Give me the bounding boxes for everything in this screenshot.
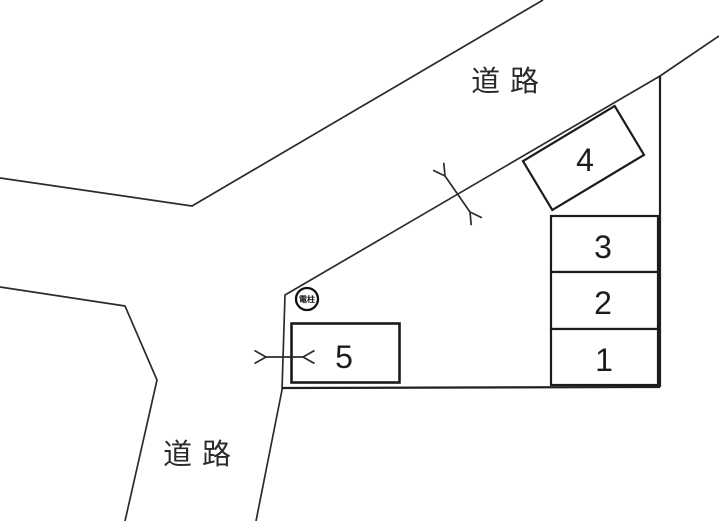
road-label-bottom: 道路 xyxy=(163,438,241,471)
parking-space-1 xyxy=(549,327,660,387)
utility-pole-marker: 電柱 xyxy=(294,286,320,312)
parking-space-3 xyxy=(549,214,660,274)
road-label-top: 道路 xyxy=(471,65,549,98)
parking-space-5-label: 5 xyxy=(335,339,353,375)
parking-space-4-label: 4 xyxy=(576,142,594,178)
parking-space-2 xyxy=(549,270,660,331)
parking-space-4 xyxy=(521,104,646,212)
parking-space-2-label: 2 xyxy=(594,285,612,321)
utility-pole-circle xyxy=(294,286,320,312)
road-width-arrow-icon xyxy=(445,176,470,212)
utility-pole-label: 電柱 xyxy=(299,294,315,304)
road-edge-upper xyxy=(0,0,544,207)
road-edge-southwest xyxy=(0,286,158,521)
property-boundary-south xyxy=(281,385,661,390)
road-edge-northwest-and-property-west-boundary xyxy=(255,35,719,521)
parking-space-3-label: 3 xyxy=(594,229,612,265)
parking-space-1-label: 1 xyxy=(595,342,613,378)
